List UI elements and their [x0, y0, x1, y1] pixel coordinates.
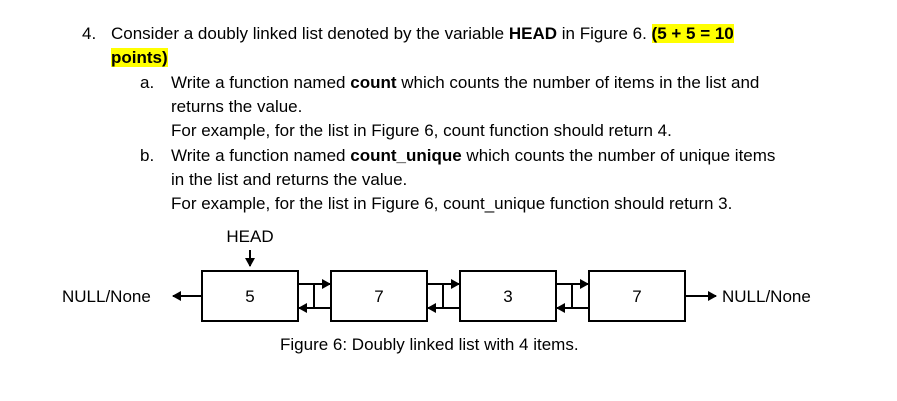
node-value: 7	[632, 287, 641, 306]
part-b-pre: Write a function named	[171, 146, 351, 165]
question-intro-text: Consider a doubly linked list denoted by…	[111, 24, 509, 43]
question-number: 4.	[82, 24, 97, 43]
node-value: 5	[245, 287, 254, 306]
node-box	[588, 270, 686, 322]
node-box	[459, 270, 557, 322]
part-b-line1: Write a function named count_unique whic…	[171, 146, 775, 166]
head-variable: HEAD	[508, 24, 558, 43]
figure-caption: Figure 6: Doubly linked list with 4 item…	[280, 335, 579, 354]
part-a-line1: Write a function named count which count…	[171, 73, 759, 93]
part-b-marker: b.	[140, 146, 155, 165]
part-a-post: which counts the number of items in the …	[396, 73, 760, 92]
points-highlight-1: (5 + 5 = 10	[651, 24, 734, 43]
question-intro: Consider a doubly linked list denoted by…	[111, 24, 734, 44]
part-b-post: which counts the number of unique items	[461, 146, 776, 165]
node-value: 7	[374, 287, 383, 306]
points-highlight-2: points)	[111, 48, 168, 67]
part-a-func: count	[350, 73, 397, 92]
node-box	[201, 270, 299, 322]
node-box	[330, 270, 428, 322]
part-b-func: count_unique	[350, 146, 462, 165]
right-null-label: NULL/None	[722, 287, 811, 306]
points-line-2: points)	[111, 48, 168, 68]
part-a-pre: Write a function named	[171, 73, 351, 92]
part-a-marker: a.	[140, 73, 155, 92]
left-null-label: NULL/None	[62, 287, 151, 306]
question-intro-after: in Figure 6.	[557, 24, 652, 43]
head-label: HEAD	[226, 227, 273, 246]
part-b-line2: in the list and returns the value.	[171, 170, 408, 189]
node-value: 3	[503, 287, 512, 306]
part-b-example: For example, for the list in Figure 6, c…	[171, 194, 733, 213]
part-a-example: For example, for the list in Figure 6, c…	[171, 121, 672, 140]
part-a-line2: returns the value.	[171, 97, 303, 116]
